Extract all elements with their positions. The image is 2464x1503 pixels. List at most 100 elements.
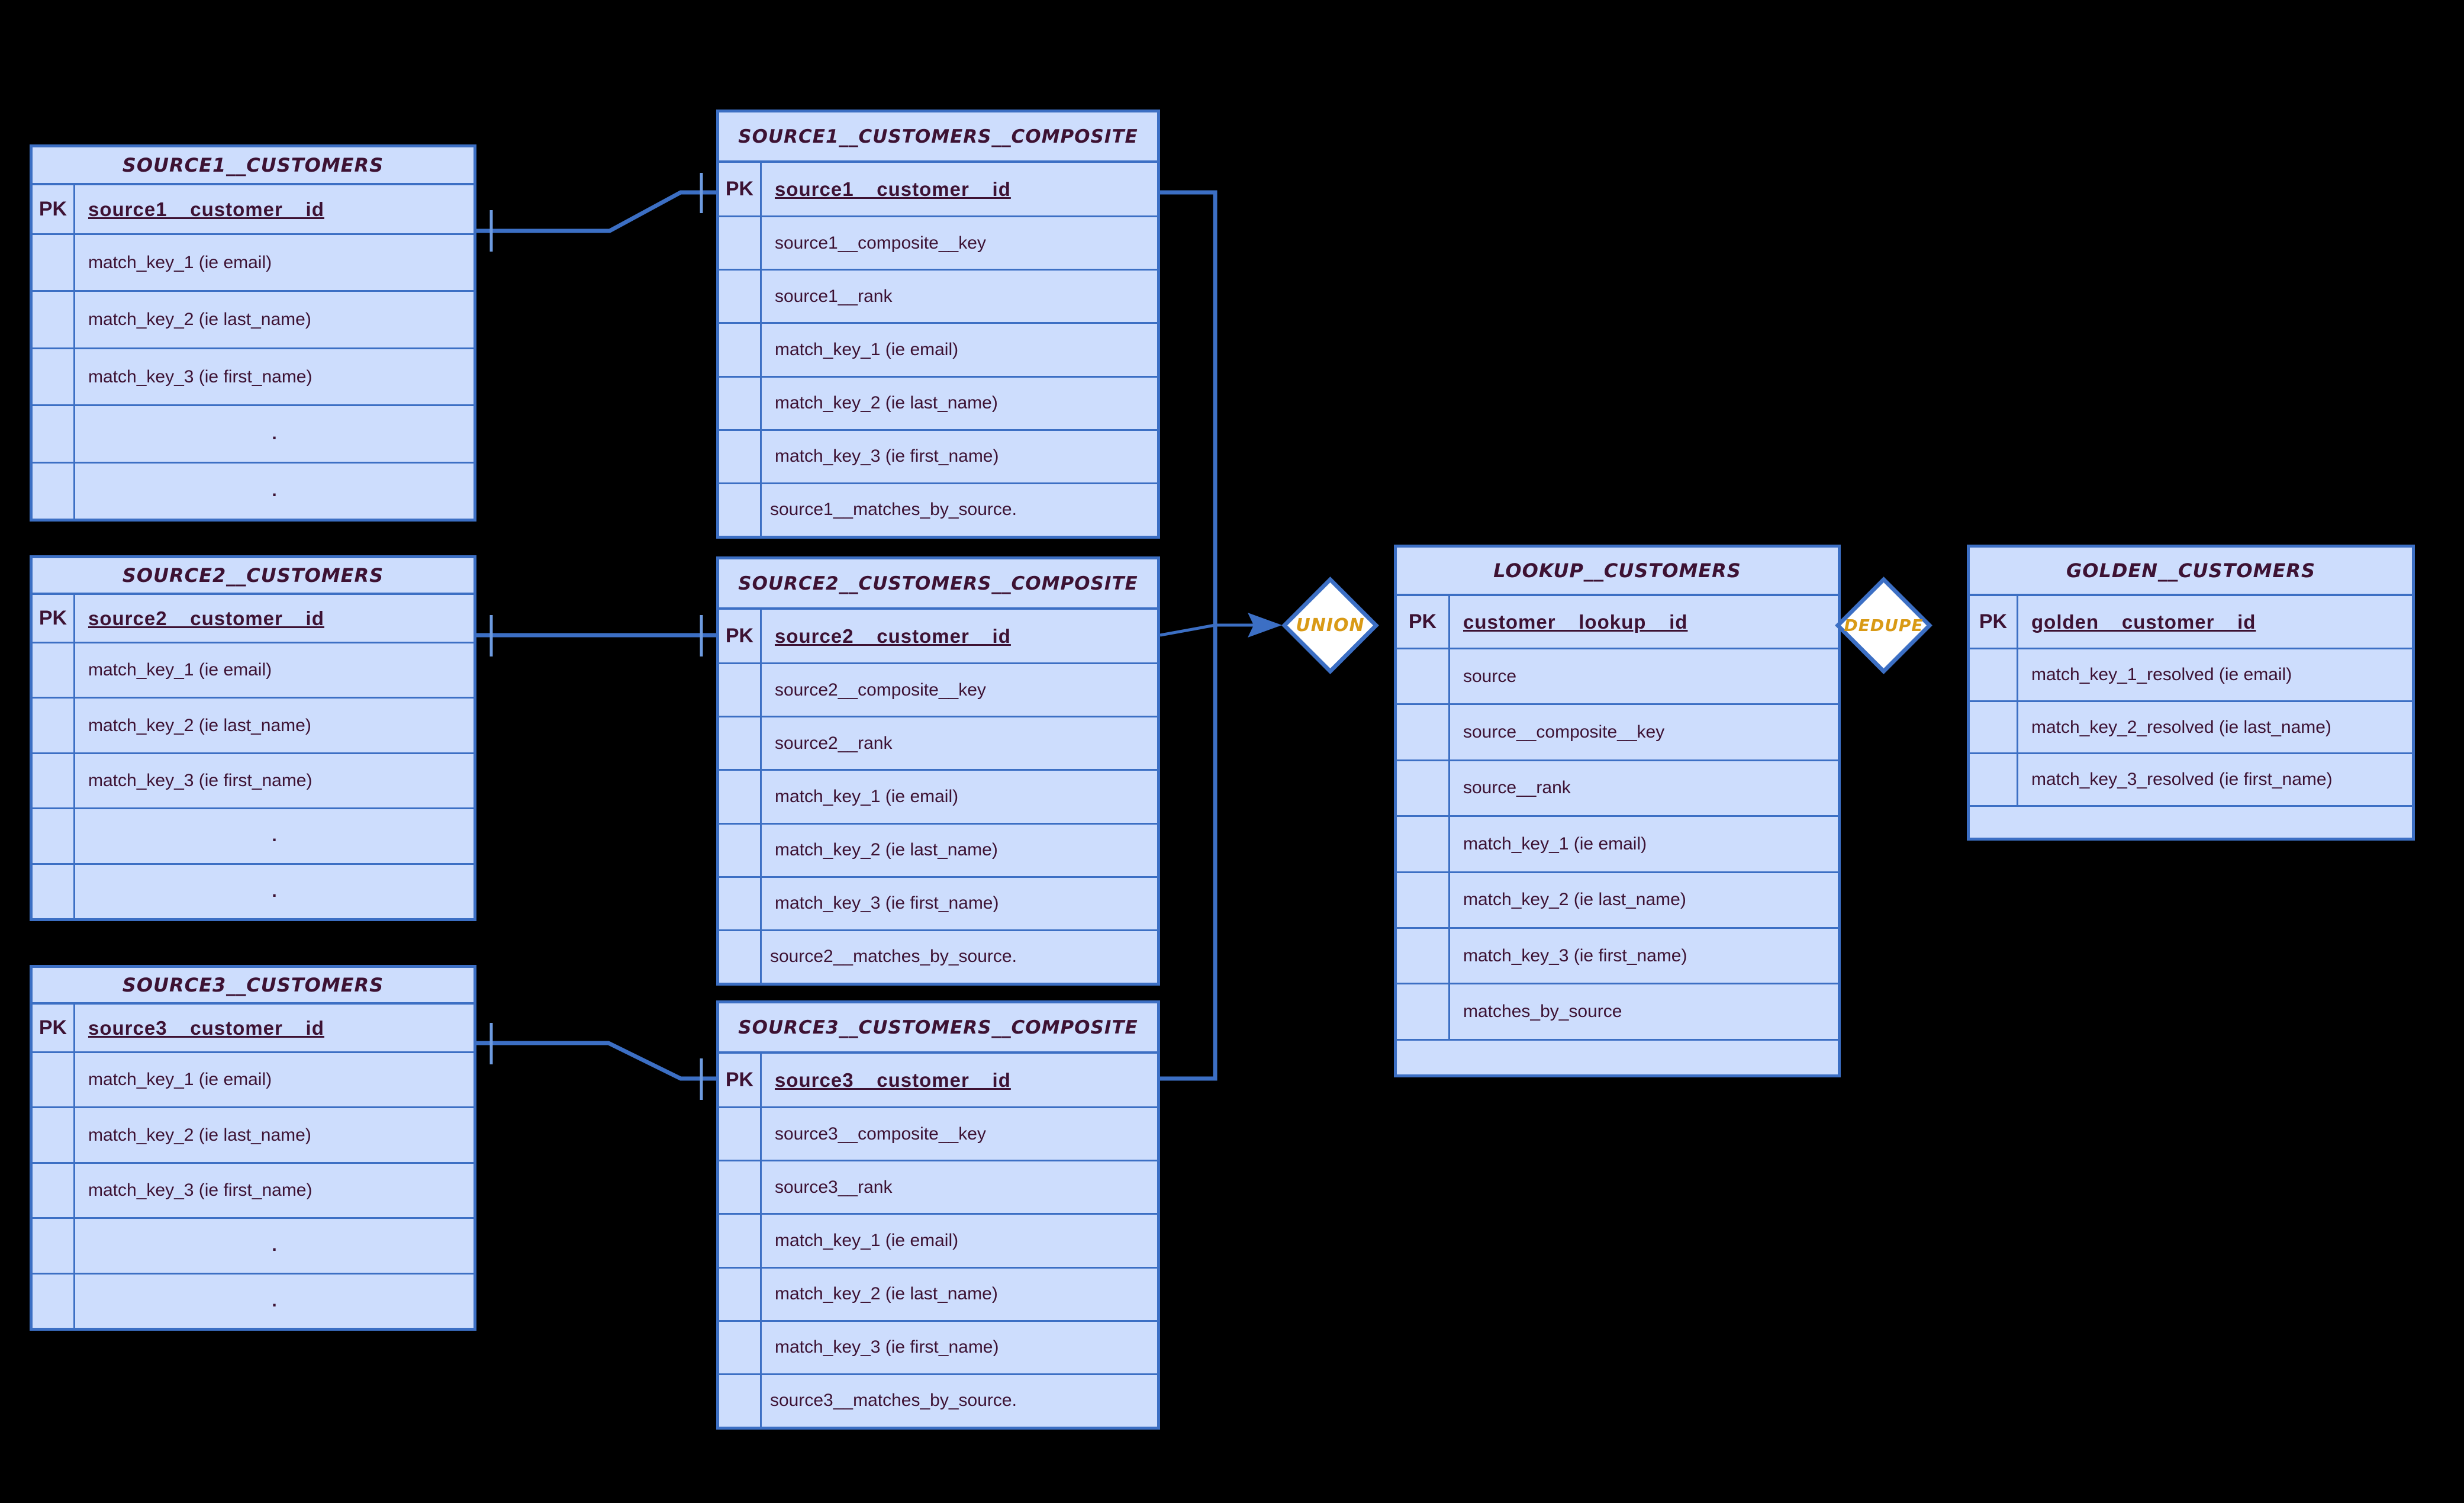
key-cell	[719, 217, 762, 269]
key-cell	[1397, 817, 1450, 871]
attribute-name: source2__rank	[775, 733, 893, 753]
attribute-name: match_key_2 (ie last_name)	[775, 840, 998, 860]
attribute-name: source3__customer__id	[88, 1016, 324, 1039]
table-row: source2__matches_by_source.	[719, 931, 1157, 983]
table-row: PK source3__customer__id	[33, 1005, 474, 1053]
attribute-name: match_key_2 (ie last_name)	[88, 310, 311, 330]
pk-badge: PK	[33, 595, 75, 642]
attribute-name: match_key_1 (ie email)	[88, 252, 272, 272]
table-row: .	[33, 1219, 474, 1275]
table-row: match_key_3 (ie first_name)	[719, 877, 1157, 931]
table-row: .	[33, 406, 474, 464]
entity-golden-customers[interactable]: GOLDEN__CUSTOMERS PK golden__customer__i…	[1967, 545, 2415, 841]
attribute-name: match_key_3_resolved (ie first_name)	[2031, 770, 2333, 790]
table-row: PK golden__customer__id	[1970, 596, 2412, 649]
entity-source1-customers[interactable]: SOURCE1__CUSTOMERS PK source1__customer_…	[30, 144, 476, 522]
table-row: match_key_2 (ie last_name)	[33, 699, 474, 754]
table-row: match_key_3 (ie first_name)	[719, 430, 1157, 484]
table-row: match_key_1 (ie email)	[33, 235, 474, 292]
key-cell	[1970, 754, 2018, 806]
key-cell	[719, 484, 762, 536]
table-row: .	[33, 1274, 474, 1328]
table-row: match_key_1 (ie email)	[719, 771, 1157, 825]
table-row: .	[33, 809, 474, 865]
key-cell	[1397, 649, 1450, 704]
table-row: match_key_1 (ie email)	[33, 643, 474, 699]
attribute-name: match_key_2 (ie last_name)	[775, 1284, 998, 1304]
key-cell	[1397, 705, 1450, 759]
attribute-name: golden__customer__id	[2031, 610, 2256, 633]
table-row: source	[1397, 649, 1838, 706]
attribute-name: match_key_1 (ie email)	[88, 1070, 272, 1090]
key-cell	[33, 809, 75, 863]
key-cell	[719, 1268, 762, 1320]
pk-badge: PK	[1970, 596, 2018, 648]
attribute-name: .	[272, 881, 277, 901]
pk-badge: PK	[33, 1005, 75, 1051]
attribute-name: source3__customer__id	[775, 1068, 1011, 1091]
key-cell	[33, 1053, 75, 1107]
table-row: source3__composite__key	[719, 1108, 1157, 1162]
key-cell	[719, 377, 762, 429]
connector-composites-to-union	[1159, 190, 1282, 1081]
entity-title: SOURCE1__CUSTOMERS	[33, 147, 474, 185]
table-row: match_key_1 (ie email)	[719, 1215, 1157, 1269]
table-row: PK source1__customer__id	[33, 185, 474, 235]
key-cell	[33, 1219, 75, 1273]
relationship-dedupe[interactable]: DEDUPE	[1835, 577, 1932, 674]
table-row: PK source1__customer__id	[719, 163, 1157, 217]
table-row: match_key_3_resolved (ie first_name)	[1970, 754, 2412, 807]
table-row: source__composite__key	[1397, 705, 1838, 761]
table-row: .	[33, 463, 474, 519]
attribute-name	[1970, 807, 2412, 838]
entity-title: SOURCE2__CUSTOMERS__COMPOSITE	[719, 559, 1157, 610]
pk-badge: PK	[33, 185, 75, 233]
key-cell	[33, 643, 75, 697]
attribute-name: customer__lookup__id	[1463, 610, 1688, 633]
pk-badge: PK	[719, 610, 762, 662]
attribute-name: source3__composite__key	[775, 1124, 986, 1144]
key-cell	[719, 1215, 762, 1267]
table-row: PK source2__customer__id	[719, 610, 1157, 664]
entity-source2-customers[interactable]: SOURCE2__CUSTOMERS PK source2__customer_…	[30, 555, 476, 921]
attribute-name: source2__customer__id	[88, 607, 324, 629]
attribute-name: match_key_1 (ie email)	[88, 660, 272, 680]
key-cell	[719, 877, 762, 929]
table-row: PK source2__customer__id	[33, 595, 474, 643]
entity-title: SOURCE3__CUSTOMERS__COMPOSITE	[719, 1003, 1157, 1054]
attribute-name: .	[272, 1235, 277, 1256]
pk-badge: PK	[719, 1054, 762, 1106]
attribute-name: match_key_3 (ie first_name)	[88, 771, 313, 791]
key-cell	[33, 349, 75, 405]
entity-source3-customers[interactable]: SOURCE3__CUSTOMERS PK source3__customer_…	[30, 965, 476, 1331]
key-cell	[719, 324, 762, 376]
relationship-union[interactable]: UNION	[1281, 577, 1379, 674]
attribute-name: source2__matches_by_source.	[770, 947, 1017, 967]
table-row: match_key_3 (ie first_name)	[33, 349, 474, 407]
attribute-name: match_key_3 (ie first_name)	[1463, 945, 1687, 965]
key-cell	[33, 1163, 75, 1218]
key-cell	[1397, 984, 1450, 1039]
key-cell	[719, 1108, 762, 1160]
connector-source1-to-composite	[476, 173, 716, 252]
attribute-name: match_key_2 (ie last_name)	[88, 1125, 311, 1145]
attribute-name: match_key_2_resolved (ie last_name)	[2031, 717, 2331, 737]
entity-lookup-customers[interactable]: LOOKUP__CUSTOMERS PK customer__lookup__i…	[1394, 545, 1841, 1077]
table-row: source1__rank	[719, 271, 1157, 324]
key-cell	[719, 1161, 762, 1214]
key-cell	[719, 1375, 762, 1427]
key-cell	[1970, 701, 2018, 753]
entity-source3-customers-composite[interactable]: SOURCE3__CUSTOMERS__COMPOSITE PK source3…	[716, 1000, 1160, 1430]
table-row: match_key_1 (ie email)	[1397, 817, 1838, 873]
entity-source1-customers-composite[interactable]: SOURCE1__CUSTOMERS__COMPOSITE PK source1…	[716, 110, 1160, 539]
table-row: match_key_1 (ie email)	[33, 1053, 474, 1109]
table-row: match_key_2_resolved (ie last_name)	[1970, 701, 2412, 755]
table-row: source1__composite__key	[719, 217, 1157, 271]
table-row: match_key_1 (ie email)	[719, 324, 1157, 378]
key-cell	[33, 1108, 75, 1162]
entity-source2-customers-composite[interactable]: SOURCE2__CUSTOMERS__COMPOSITE PK source2…	[716, 556, 1160, 986]
connector-source2-to-composite	[476, 615, 716, 656]
union-arrowhead	[1248, 613, 1282, 638]
attribute-name: match_key_1 (ie email)	[775, 1230, 959, 1250]
